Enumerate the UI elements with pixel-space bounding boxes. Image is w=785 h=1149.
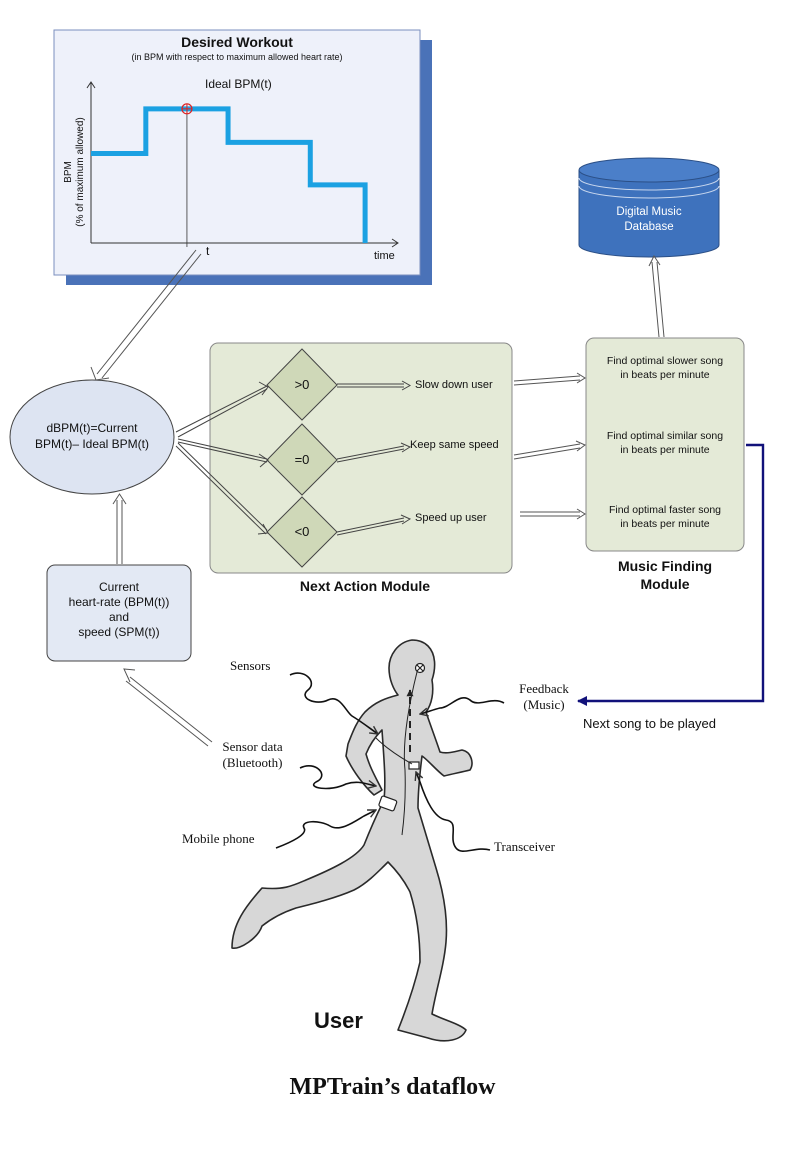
arrow-dbpm-to-gt: [175, 385, 268, 438]
condition-diamond-gt: [266, 348, 338, 421]
database-line2: Database: [624, 221, 674, 233]
transceiver-leader: [416, 772, 491, 852]
arrow-head-current: [112, 493, 127, 505]
music-item-slower-line1: Find optimal slower song: [606, 355, 724, 367]
dbpm-line2: BPM(t)– Ideal BPM(t): [34, 437, 150, 451]
current-text: Current heart-rate (BPM(t)) and speed (S…: [47, 580, 191, 640]
arrow-head-database: [648, 255, 661, 267]
music-item-faster-line2: in beats per minute: [620, 518, 710, 530]
dbpm-node: [9, 379, 175, 495]
arrow-head-sensor: [123, 668, 136, 683]
feedback-label: Feedback (Music): [504, 681, 584, 713]
workout-ylabel: BPM (% of maximum allowed): [63, 117, 87, 227]
current-line1: Current: [98, 580, 139, 594]
condition-lt: <0: [294, 524, 310, 539]
ideal-bpm-label: Ideal BPM(t): [205, 77, 272, 91]
dbpm-line1: dBPM(t)=Current: [46, 421, 138, 435]
music-title-line1: Music Finding: [617, 558, 713, 574]
workout-t-label: t: [206, 244, 210, 258]
music-item-faster-line1: Find optimal faster song: [608, 504, 722, 516]
sensor-data-line1: Sensor data: [222, 739, 283, 754]
sensors-leader: [289, 672, 378, 734]
condition-gt: >0: [294, 377, 310, 392]
current-line2: heart-rate (BPM(t)): [68, 595, 170, 609]
sensors-label: Sensors: [230, 658, 271, 673]
music-title-line2: Module: [640, 576, 690, 592]
arrow-eq-to-same: [336, 445, 405, 463]
arrow-same-to-music: [513, 443, 581, 460]
database-icon: [578, 157, 720, 258]
music-panel: [585, 337, 745, 552]
user-label: User: [314, 1008, 363, 1033]
arrow-dbpm-to-eq: [177, 438, 268, 463]
feedback-leader: [420, 697, 505, 714]
current-line3: and: [108, 610, 130, 624]
transceiver-label: Transceiver: [494, 839, 555, 854]
condition-diamond-lt: [266, 496, 338, 568]
database-line1: Digital Music: [616, 206, 682, 218]
mobile-phone-leader: [275, 809, 376, 849]
arrow-lt-to-speed: [336, 517, 405, 536]
action-same: Keep same speed: [410, 439, 499, 451]
music-item-similar-line2: in beats per minute: [620, 444, 710, 456]
condition-diamond-eq: [266, 423, 338, 496]
workout-subtitle: (in BPM with respect to maximum allowed …: [131, 52, 343, 62]
dbpm-text: dBPM(t)=Current BPM(t)– Ideal BPM(t): [10, 420, 174, 452]
arrow-gt-to-slow: [337, 383, 404, 388]
workout-xlabel: time: [374, 250, 395, 262]
ylabel-line2: (% of maximum allowed): [75, 117, 86, 227]
current-line4: speed (SPM(t)): [78, 625, 160, 639]
series-line-0: [91, 106, 368, 243]
figure-caption: MPTrain’s dataflow: [289, 1074, 496, 1100]
runner-figure: [231, 639, 473, 1042]
database-label: Digital Music Database: [579, 205, 719, 235]
arrow-current-to-dbpm: [116, 500, 123, 564]
y-axis-arrow: [86, 81, 96, 89]
music-item-faster: Find optimal faster song in beats per mi…: [586, 503, 744, 531]
sensor-data-label: Sensor data (Bluetooth): [205, 739, 300, 771]
arrow-head-music-2: [575, 440, 586, 452]
chest-strap: [375, 737, 413, 765]
transceiver-icon: [408, 761, 420, 770]
workout-title: Desired Workout: [181, 34, 293, 50]
next-action-panel: [209, 342, 513, 574]
music-item-slower-line2: in beats per minute: [620, 369, 710, 381]
arrow-head-music-3: [576, 508, 586, 520]
current-node: [46, 564, 192, 662]
earphone-cable: [401, 671, 418, 836]
arrow-dbpm-to-lt: [175, 442, 268, 535]
next-action-title: Next Action Module: [299, 578, 431, 594]
feedback-line2: (Music): [523, 697, 565, 712]
sensor-data-leader: [299, 765, 376, 790]
mobile-phone-label: Mobile phone: [182, 831, 255, 846]
feedback-arrow: [577, 443, 765, 706]
sensor-data-line2: (Bluetooth): [222, 755, 283, 770]
next-song-label: Next song to be played: [583, 716, 716, 731]
arrow-head-music-1: [576, 372, 586, 384]
feedback-line1: Feedback: [519, 681, 569, 696]
workout-plot: [86, 81, 399, 248]
arrow-slow-to-music: [513, 375, 581, 386]
condition-eq: =0: [294, 452, 310, 467]
action-speed: Speed up user: [415, 512, 487, 524]
arrow-speed-to-music: [520, 511, 580, 517]
ylabel-line1: BPM: [63, 161, 74, 183]
music-item-slower: Find optimal slower song in beats per mi…: [586, 354, 744, 382]
music-title: Music Finding Module: [570, 557, 760, 593]
arrow-workout-to-dbpm: [96, 249, 202, 379]
arrow-music-to-database: [651, 261, 665, 338]
arrow-head-workout: [90, 366, 110, 381]
music-item-similar-line1: Find optimal similar song: [606, 430, 724, 442]
x-axis-arrow: [391, 238, 399, 248]
music-item-similar: Find optimal similar song in beats per m…: [586, 429, 744, 457]
phone-icon: [378, 795, 398, 812]
action-slow: Slow down user: [415, 379, 493, 391]
arrow-sensor-to-current: [125, 676, 213, 747]
